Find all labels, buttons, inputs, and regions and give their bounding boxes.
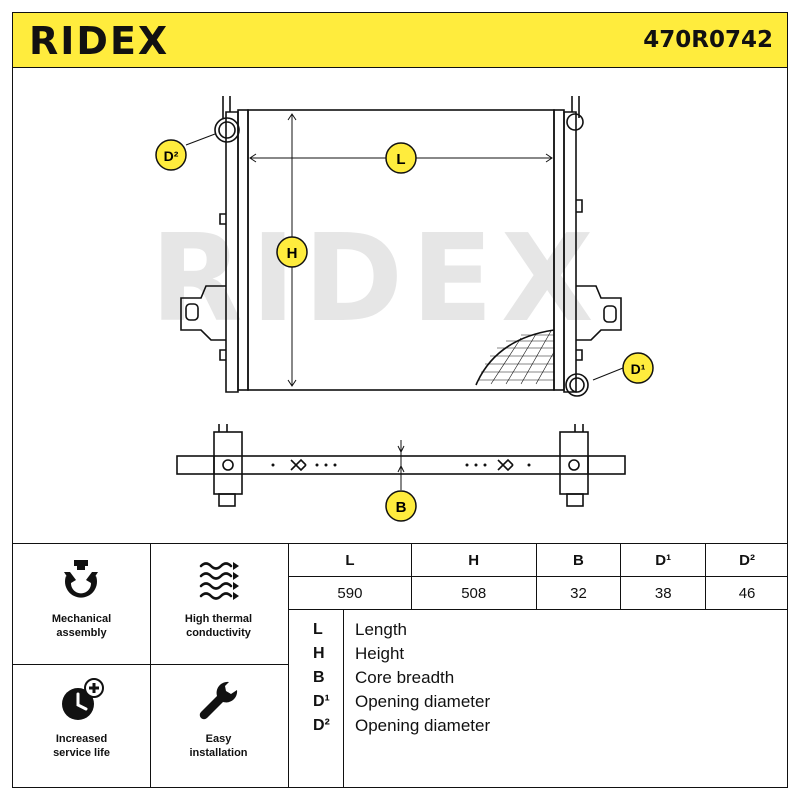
feature-divider-vertical — [150, 544, 151, 787]
legend-row: L Length — [289, 618, 788, 642]
watermark-text: RIDEX — [150, 210, 601, 349]
service-life-icon — [62, 678, 104, 720]
svg-text:D¹: D¹ — [631, 361, 646, 377]
mechanical-assembly-icon — [64, 560, 98, 598]
legend-symbol: H — [313, 645, 325, 662]
legend-symbol: D¹ — [313, 693, 330, 710]
legend-description: Height — [355, 644, 405, 663]
spec-header-B: B — [535, 544, 622, 577]
feature-label: High thermal conductivity — [184, 613, 253, 639]
callout-D2: D² — [155, 139, 187, 171]
technical-drawing: RIDEX — [12, 68, 788, 544]
callout-L: L — [385, 142, 417, 174]
spec-header-H: H — [410, 544, 537, 577]
spec-value-D1: 38 — [620, 576, 707, 610]
radiator-front-view — [180, 96, 622, 397]
spec-value-D2: 46 — [705, 576, 788, 610]
fin-hatch — [479, 330, 555, 385]
callout-D1: D¹ — [622, 352, 654, 384]
feature-easy-installation: Easy installation — [150, 664, 287, 784]
svg-text:H: H — [287, 245, 298, 262]
feature-label: Easy installation — [189, 733, 248, 759]
spec-value-B: 32 — [535, 576, 622, 610]
header-bar: RIDEX 470R0742 — [12, 12, 788, 68]
legend-row: D² Opening diameter — [289, 714, 788, 738]
brand-logo: RIDEX — [29, 19, 170, 63]
svg-text:L: L — [396, 151, 405, 168]
legend-row: H Height — [289, 642, 788, 666]
feature-thermal-conductivity: High thermal conductivity — [150, 544, 287, 664]
feature-divider-vertical-2 — [288, 544, 289, 787]
spec-value-L: 590 — [289, 576, 412, 610]
spec-header-L: L — [289, 544, 412, 577]
legend-description: Opening diameter — [355, 716, 491, 735]
legend-row: B Core breadth — [289, 666, 788, 690]
callout-B: B — [385, 490, 417, 522]
spec-header-D1: D¹ — [620, 544, 707, 577]
legend-divider — [343, 610, 344, 788]
top-view-dots — [271, 463, 531, 467]
feature-label: Increased service life — [53, 733, 110, 759]
spec-header-D2: D² — [705, 544, 788, 577]
svg-text:B: B — [396, 499, 407, 516]
thermal-conductivity-icon — [199, 562, 239, 600]
feature-mechanical-assembly: Mechanical assembly — [13, 544, 150, 664]
spec-section: Mechanical assembly High thermal conduct… — [12, 543, 788, 788]
legend-description: Length — [355, 620, 407, 639]
legend-symbol: L — [313, 621, 323, 638]
spec-header-row: L H B D¹ D² — [289, 544, 788, 577]
legend-symbol: B — [313, 669, 325, 686]
spec-value-H: 508 — [410, 576, 537, 610]
wrench-icon — [199, 681, 238, 720]
spec-value-row: 590 508 32 38 46 — [289, 576, 788, 610]
spec-legend: L Length H Height B Core breadth D¹ Open… — [289, 610, 788, 788]
legend-description: Opening diameter — [355, 692, 491, 711]
spec-table: L H B D¹ D² 590 508 32 38 46 — [289, 544, 788, 610]
svg-text:D²: D² — [164, 148, 179, 164]
callout-H: H — [276, 236, 308, 268]
feature-label: Mechanical assembly — [51, 613, 112, 639]
feature-divider-horizontal — [13, 664, 288, 665]
feature-service-life: Increased service life — [13, 664, 150, 784]
part-number: 470R0742 — [643, 27, 773, 53]
legend-row: D¹ Opening diameter — [289, 690, 788, 714]
legend-symbol: D² — [313, 717, 330, 734]
legend-description: Core breadth — [355, 668, 455, 687]
radiator-top-view — [176, 424, 626, 507]
